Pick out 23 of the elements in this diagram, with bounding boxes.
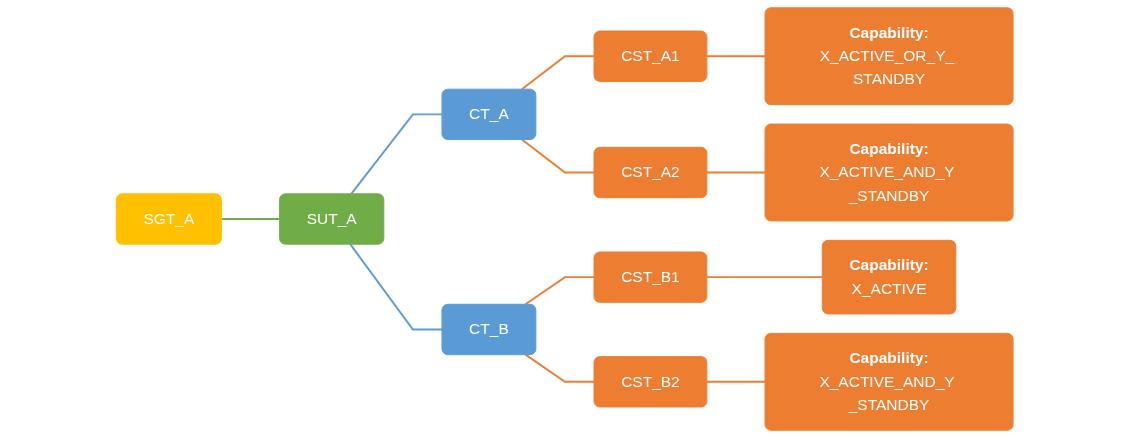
connector — [524, 353, 596, 383]
connector — [521, 138, 596, 174]
node-box: Capability: X_ACTIVE_AND_Y _STANDBY — [764, 332, 1014, 431]
node-box: Capability: X_ACTIVE — [822, 239, 957, 315]
node-box: CST_B2 — [593, 356, 708, 408]
node-box: CT_A — [441, 88, 537, 141]
node-box: CT_B — [441, 303, 537, 356]
connector — [706, 171, 767, 174]
connector — [220, 218, 281, 220]
node-box: CST_A2 — [593, 146, 708, 199]
connector — [706, 55, 767, 58]
connector — [349, 243, 444, 331]
node-box: Capability: X_ACTIVE_AND_Y _STANDBY — [764, 123, 1014, 222]
node-box: Capability: X_ACTIVE_OR_Y_ STANDBY — [764, 7, 1014, 106]
node-box: SGT_A — [116, 193, 223, 245]
connector — [521, 55, 596, 91]
connector — [706, 380, 767, 383]
node-box: SUT_A — [279, 193, 385, 245]
connector — [350, 113, 444, 195]
node-box: CST_A1 — [593, 30, 708, 82]
connector — [706, 276, 824, 279]
node-box: CST_B1 — [593, 251, 708, 303]
connector — [524, 276, 596, 306]
